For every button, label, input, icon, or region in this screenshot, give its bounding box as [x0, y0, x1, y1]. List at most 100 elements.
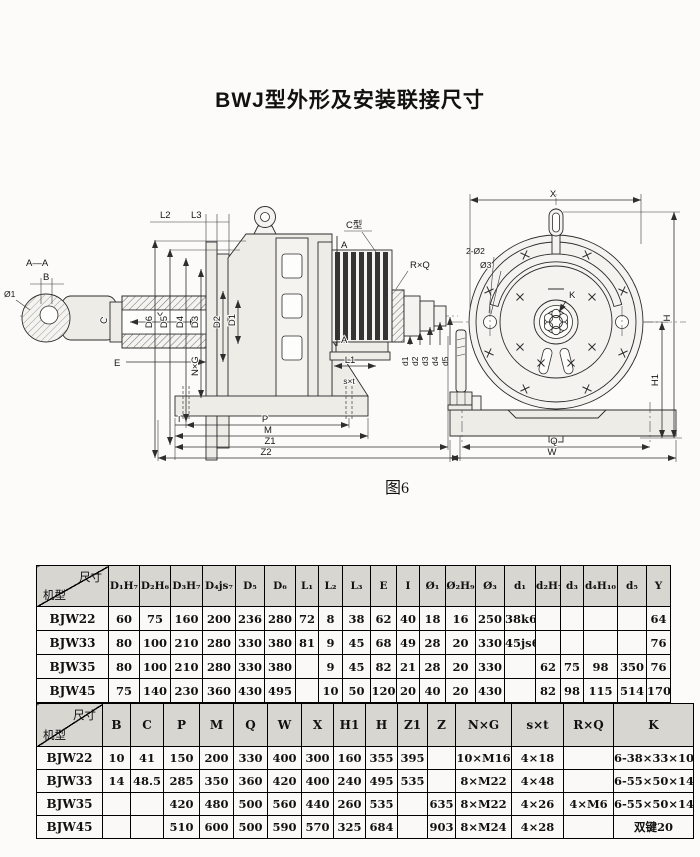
- value-cell: 62: [535, 654, 561, 679]
- value-cell: 430: [475, 678, 505, 703]
- dim-label-l2: L2: [160, 210, 171, 221]
- value-cell: 120: [370, 678, 397, 703]
- dim-label-b: B: [43, 272, 49, 283]
- value-cell: 10×M16: [455, 746, 512, 770]
- value-cell: 40: [419, 678, 446, 703]
- value-cell: 62: [370, 606, 397, 631]
- value-cell: 60: [108, 606, 140, 631]
- dim-label-w: W: [548, 447, 557, 458]
- model-cell: BJW35: [36, 654, 109, 679]
- value-cell: 82: [535, 678, 561, 703]
- value-cell: 140: [139, 678, 171, 703]
- value-cell: 280: [202, 630, 236, 655]
- value-cell: 18: [419, 606, 446, 631]
- column-header: D₄js₇: [202, 565, 236, 607]
- value-cell: 560: [267, 792, 302, 816]
- corner-label-dimension: 尺寸: [73, 708, 96, 722]
- value-cell: 76: [646, 630, 671, 655]
- column-header: Z: [427, 703, 456, 747]
- value-cell: 4×M6: [563, 792, 614, 816]
- column-header: d₅: [617, 565, 647, 607]
- value-cell: [617, 606, 647, 631]
- column-header: Ø₁: [419, 565, 446, 607]
- value-cell: 100: [139, 630, 171, 655]
- value-cell: [102, 792, 131, 816]
- value-cell: 380: [264, 654, 296, 679]
- value-cell: 21: [396, 654, 420, 679]
- value-cell: 9: [318, 654, 343, 679]
- value-cell: [535, 606, 561, 631]
- value-cell: 45: [342, 630, 371, 655]
- value-cell: 430: [235, 678, 265, 703]
- value-cell: 635: [427, 792, 456, 816]
- value-cell: 9: [318, 630, 343, 655]
- value-cell: [563, 815, 614, 839]
- model-cell: BJW22: [36, 746, 103, 770]
- value-cell: 100: [139, 654, 171, 679]
- dim-label-z1: Z1: [264, 436, 275, 447]
- model-cell: BJW45: [36, 678, 109, 703]
- value-cell: 570: [301, 815, 334, 839]
- dim-label-d3: d3: [420, 356, 430, 366]
- dim-label-D3: D3: [190, 316, 201, 328]
- value-cell: 80: [108, 654, 140, 679]
- value-cell: 68: [370, 630, 397, 655]
- value-cell: 495: [365, 769, 398, 793]
- value-cell: 360: [233, 769, 268, 793]
- value-cell: [130, 792, 164, 816]
- dim-label-y: Y: [157, 311, 164, 322]
- value-cell: 8×M22: [455, 769, 512, 793]
- value-cell: 75: [108, 678, 140, 703]
- corner-label-dimension: 尺寸: [79, 570, 102, 584]
- value-cell: 684: [365, 815, 398, 839]
- dim-label-d2: d2: [410, 356, 420, 366]
- value-cell: [427, 769, 456, 793]
- model-cell: BJW33: [36, 630, 109, 655]
- value-cell: 350: [617, 654, 647, 679]
- value-cell: 170: [646, 678, 671, 703]
- model-cell: BJW45: [36, 815, 103, 839]
- dim-label-D4: D4: [175, 316, 186, 328]
- value-cell: [397, 792, 428, 816]
- value-cell: 514: [617, 678, 647, 703]
- column-header: D₂H₆: [139, 565, 171, 607]
- value-cell: 300: [301, 746, 334, 770]
- value-cell: 50: [342, 678, 371, 703]
- value-cell: 510: [163, 815, 200, 839]
- value-cell: 395: [397, 746, 428, 770]
- section-mark-a-top: A: [341, 240, 348, 251]
- column-header: E: [370, 565, 397, 607]
- value-cell: [563, 746, 614, 770]
- column-header: Q: [233, 703, 268, 747]
- value-cell: [295, 678, 319, 703]
- dim-label-d1: d1: [400, 356, 410, 366]
- column-header: d₂H₇: [535, 565, 561, 607]
- value-cell: [617, 630, 647, 655]
- value-cell: 38: [342, 606, 371, 631]
- column-header: Y: [646, 565, 671, 607]
- value-cell: 41: [130, 746, 164, 770]
- dim-label-D1: D1: [227, 314, 238, 326]
- dim-label-d4: d4: [430, 356, 440, 366]
- column-header: C: [130, 703, 164, 747]
- value-cell: 20: [445, 630, 476, 655]
- column-header: d₁: [504, 565, 536, 607]
- value-cell: 82: [370, 654, 397, 679]
- dim-label-e: E: [114, 358, 120, 369]
- dim-label-k: K: [569, 290, 576, 301]
- column-header: N×G: [455, 703, 512, 747]
- dim-label-h1: H1: [650, 374, 661, 386]
- column-header: D₃H₇: [170, 565, 203, 607]
- value-cell: 115: [583, 678, 618, 703]
- value-cell: [427, 746, 456, 770]
- dim-label-sxt: s×t: [343, 376, 355, 386]
- value-cell: 500: [233, 815, 268, 839]
- dim-label-phi1: Ø1: [4, 289, 16, 299]
- dim-label-l3: L3: [191, 210, 202, 221]
- value-cell: 80: [108, 630, 140, 655]
- value-cell: [102, 815, 131, 839]
